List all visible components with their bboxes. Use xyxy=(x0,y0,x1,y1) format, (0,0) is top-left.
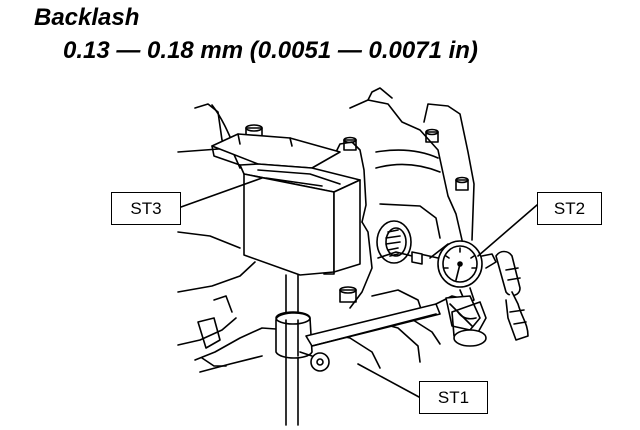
backlash-title: Backlash xyxy=(34,4,140,31)
callout-st1: ST1 xyxy=(419,381,488,414)
leader-lines xyxy=(180,177,538,398)
callout-st2: ST2 xyxy=(537,192,602,225)
magnetic-stand xyxy=(275,274,461,426)
backlash-specification: 0.13 — 0.18 mm (0.0051 — 0.0071 in) xyxy=(63,37,478,64)
callout-st3: ST3 xyxy=(111,192,181,225)
magnet-base-block xyxy=(211,133,361,276)
dial-indicator xyxy=(411,240,529,347)
pinion-opening xyxy=(376,220,412,264)
